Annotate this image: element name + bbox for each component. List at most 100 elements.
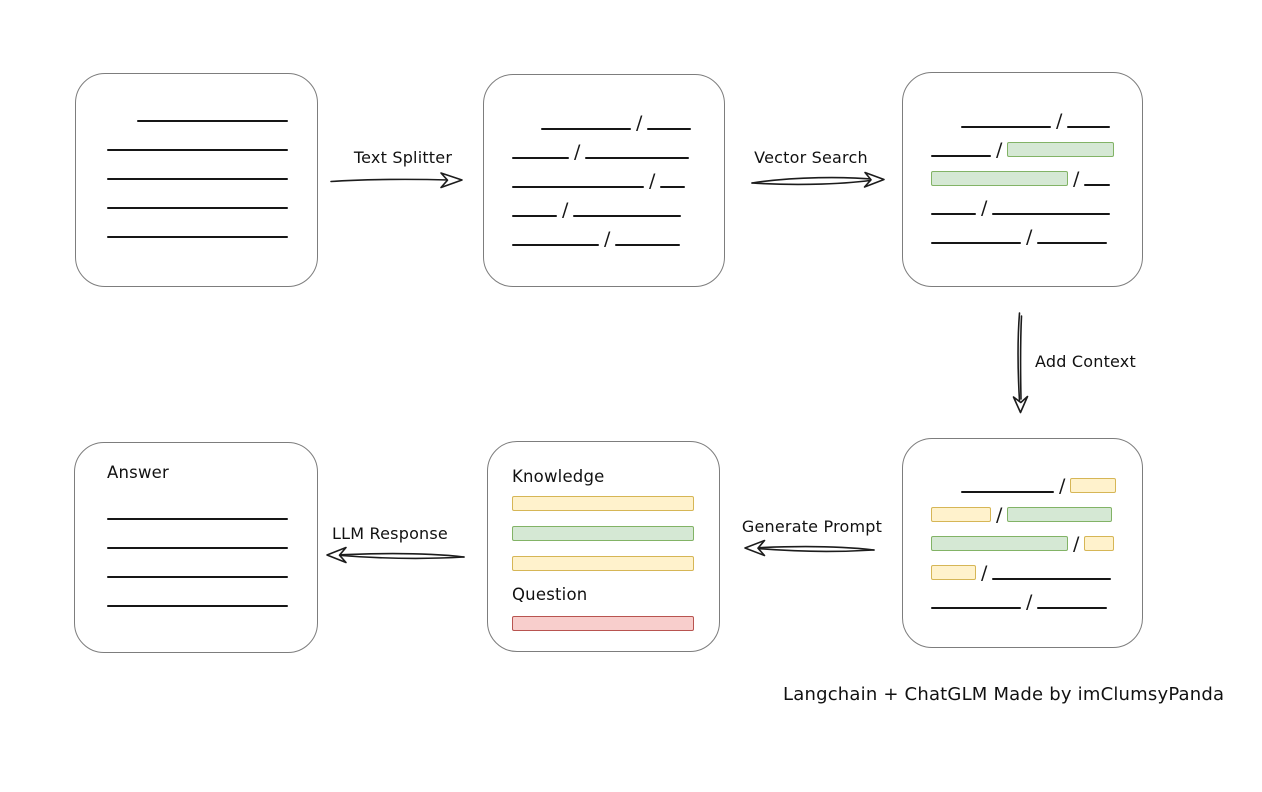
text-line [1084,184,1111,186]
text-line [647,128,692,130]
slash-separator: / [1073,168,1080,190]
chunk-row: / [931,533,1142,555]
slash-separator: / [574,141,581,163]
slash-separator: / [1059,475,1066,497]
text-line [992,578,1112,580]
chunk-row: / [961,475,1142,497]
chunk-row [107,136,317,151]
slash-separator: / [981,562,988,584]
chunk-row: / [931,141,1142,160]
slash-separator: / [996,504,1003,526]
text-line [512,215,557,217]
slash-separator: / [562,199,569,221]
text-line [541,128,631,130]
text-line [931,242,1021,244]
text-line [107,236,288,238]
text-line [1037,242,1108,244]
source-document-node [75,73,318,287]
slash-separator: / [649,170,656,192]
document-lines [76,74,317,238]
slash-separator: / [1056,110,1063,132]
text-line [107,178,288,180]
text-line [1037,607,1108,609]
knowledge-label: Knowledge [512,467,605,486]
chunk-row [107,223,317,238]
chunk-row [107,563,317,578]
text-line [573,215,682,217]
chunk-lines: / / / / / [484,75,724,250]
text-splitter-arrow [330,172,463,189]
green-chunk [931,171,1068,186]
chunk-row: / [931,504,1142,526]
llm-response-arrow [326,546,465,564]
retrieved-chunk-lines: / / / / / [903,73,1142,247]
text-line [961,126,1051,128]
text-line [931,155,991,157]
text-line [1067,126,1111,128]
chunk-row [107,534,317,549]
prompt-node: Knowledge Question [487,441,720,652]
chunk-row [107,165,317,180]
chunk-row [107,505,317,520]
text-line [931,607,1021,609]
diagram-caption: Langchain + ChatGLM Made by imClumsyPand… [783,684,1225,705]
chunk-row [107,194,317,209]
text-line [107,207,288,209]
add-context-label: Add Context [1035,352,1136,371]
chunk-row: / [541,112,724,134]
chunk-row: / [931,168,1142,190]
chunk-row: / [512,141,724,163]
text-line [107,518,288,520]
green-chunk [1007,507,1113,522]
text-line [107,605,288,607]
chunk-row: / [512,170,724,192]
text-splitter-label: Text Splitter [353,148,453,167]
yellow-chunk [931,565,976,580]
question-bars [512,616,719,631]
chunk-row [137,107,317,122]
add-context-arrow [1012,312,1029,414]
text-line [585,157,690,159]
slash-separator: / [636,112,643,134]
chunk-row: / [512,199,724,221]
slash-separator: / [604,228,611,250]
text-line [992,213,1111,215]
retrieved-chunks-node: / / / / / [902,72,1143,287]
chunk-row: / [931,562,1142,584]
text-line [107,149,288,151]
text-line [660,186,686,188]
context-chunks-node: / / / / / [902,438,1143,648]
green-chunk [931,536,1068,551]
answer-node: Answer [74,442,318,653]
yellow-chunk [1084,536,1115,551]
yellow-chunk [1070,478,1117,493]
generate-prompt-label: Generate Prompt [741,517,883,536]
chunk-row: / [931,228,1142,247]
context-chunk-lines: / / / / / [903,439,1142,613]
red-bar [512,616,694,631]
green-chunk [1007,142,1115,157]
yellow-bar [512,556,694,571]
text-line [107,576,288,578]
chunk-row: / [931,591,1142,613]
slash-separator: / [1026,591,1033,613]
slash-separator: / [1073,533,1080,555]
text-line [512,157,569,159]
yellow-bar [512,496,694,511]
text-line [512,186,644,188]
answer-lines [107,505,317,607]
answer-label: Answer [107,463,169,482]
chunk-row: / [961,110,1142,132]
vector-search-label: Vector Search [754,148,868,167]
yellow-chunk [931,507,991,522]
chunk-row [107,592,317,607]
green-bar [512,526,694,541]
knowledge-bars [512,496,719,571]
vector-search-arrow [751,171,885,188]
text-line [137,120,288,122]
slash-separator: / [981,197,988,219]
llm-response-label: LLM Response [332,524,448,543]
chunk-row: / [931,197,1142,219]
text-line [961,491,1054,493]
